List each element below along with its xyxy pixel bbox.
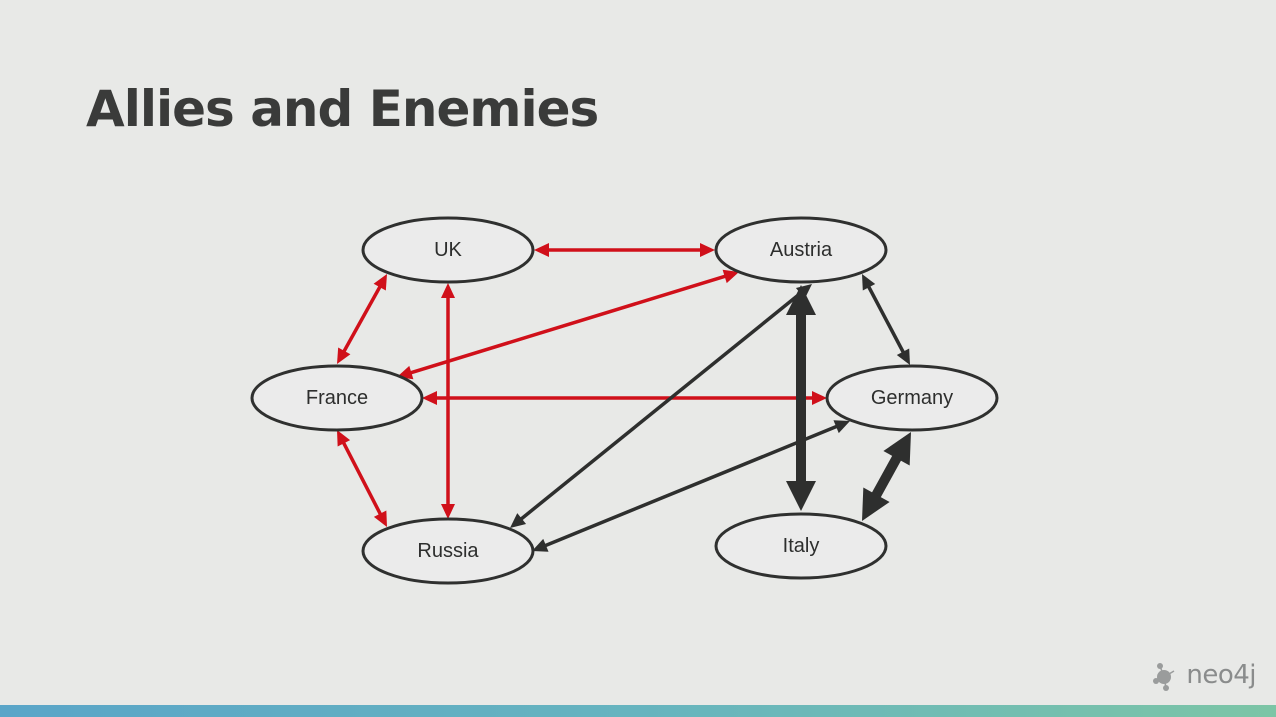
arrowhead-start (373, 274, 387, 291)
node-label: Austria (770, 239, 833, 261)
node-label: Germany (871, 387, 953, 409)
arrowhead-start (786, 285, 816, 315)
arrowhead-start (337, 430, 351, 447)
edge-line (866, 284, 906, 355)
edge-uk-france (337, 274, 387, 364)
arrowhead-end (700, 243, 715, 257)
arrowhead-end (786, 481, 816, 511)
node-ellipse (714, 512, 888, 580)
node-uk: UK (361, 216, 535, 284)
node-label: UK (434, 239, 462, 261)
arrowhead-end (812, 391, 827, 405)
node-ellipse (361, 216, 535, 284)
arrowhead-end (337, 347, 351, 364)
arrowhead-end (896, 348, 910, 365)
edge-france-germany (422, 391, 827, 405)
edge-line (543, 424, 839, 548)
arrowhead-end (862, 487, 890, 521)
arrowhead-start (862, 274, 876, 291)
node-ellipse (714, 216, 888, 284)
edge-austria-germany (862, 274, 910, 365)
edge-france-russia (337, 430, 387, 527)
node-ellipse (250, 364, 424, 432)
arrowhead-end (373, 510, 387, 527)
arrowhead-end (441, 504, 455, 519)
neo4j-logo: neo4j (1152, 657, 1256, 693)
neo4j-graph-icon (1153, 663, 1175, 691)
arrowhead-start (883, 432, 911, 466)
arrowhead-end (532, 538, 549, 552)
edge-austria-russia (510, 284, 812, 528)
node-russia: Russia (361, 517, 535, 585)
arrowhead-start (534, 243, 549, 257)
edges-layer (337, 243, 911, 552)
edge-uk-austria (534, 243, 715, 257)
slide-title: Allies and Enemies (86, 80, 599, 138)
logo-text: neo4j (1186, 660, 1256, 690)
node-label: Italy (783, 535, 820, 557)
edge-germany-italy (862, 432, 911, 521)
node-ellipse (825, 364, 999, 432)
arrowhead-start (833, 420, 850, 434)
edge-austria-italy (786, 285, 816, 511)
node-italy: Italy (714, 512, 888, 580)
arrowhead-end (510, 513, 527, 528)
node-ellipse (361, 517, 535, 585)
arrowhead-start (422, 391, 437, 405)
edge-line (341, 284, 383, 354)
node-label: Russia (417, 540, 479, 562)
edge-line (871, 454, 902, 499)
edge-line (408, 274, 728, 375)
edge-line (341, 440, 383, 517)
node-austria: Austria (714, 216, 888, 284)
node-label: France (306, 387, 368, 409)
bottom-accent-bar (0, 705, 1276, 717)
node-germany: Germany (825, 364, 999, 432)
edge-uk-russia (441, 283, 455, 519)
node-france: France (250, 364, 424, 432)
edge-line (519, 290, 803, 522)
edge-germany-russia (532, 420, 850, 552)
arrowhead-start (441, 283, 455, 298)
arrowhead-start (722, 269, 739, 284)
